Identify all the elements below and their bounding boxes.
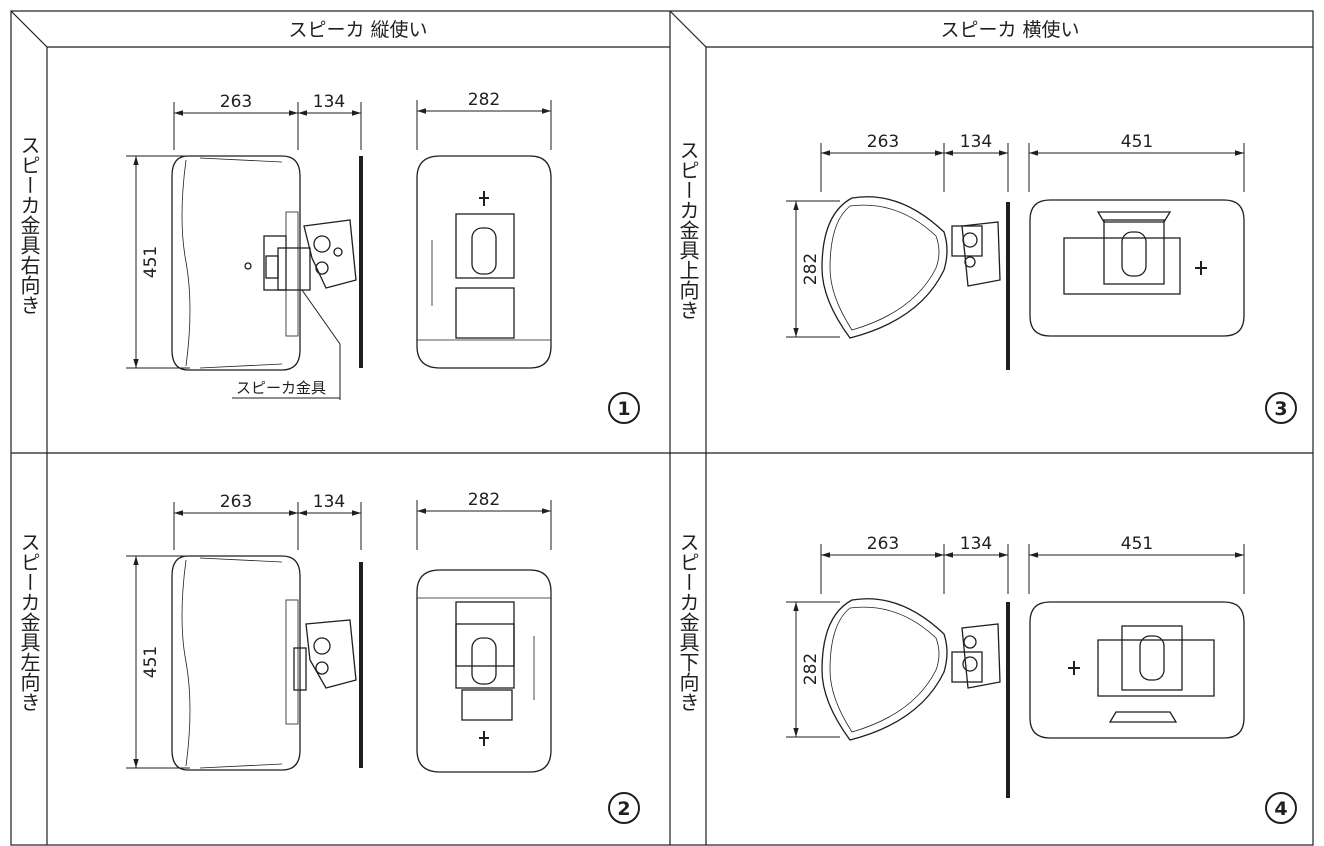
dim-bracket-depth: 134 xyxy=(313,92,345,112)
speaker-side-view xyxy=(171,155,357,371)
panel-number-badge xyxy=(608,392,640,424)
speaker-front-view xyxy=(416,569,552,773)
dim-width: 451 xyxy=(1121,132,1153,152)
header-vertical-use: スピーカ 縦使い xyxy=(288,19,427,41)
panel-2: 263 134 282 451 2 xyxy=(126,490,640,824)
row-label-bracket-up: スピーカ金具上向き xyxy=(676,140,700,320)
dim-height: 282 xyxy=(801,253,821,285)
dim-depth: 263 xyxy=(867,132,899,152)
dim-depth: 263 xyxy=(220,92,252,112)
dim-width: 451 xyxy=(1121,534,1153,554)
panel-4: 263 134 451 282 4 xyxy=(786,534,1297,824)
dim-height: 451 xyxy=(141,246,161,278)
header-horizontal-use: スピーカ 横使い xyxy=(940,19,1079,41)
panel-number-badge xyxy=(1265,392,1297,424)
panel-3: 263 134 451 282 3 xyxy=(786,132,1297,424)
panel-number: 4 xyxy=(1274,798,1287,820)
panel-number: 2 xyxy=(617,798,630,820)
dim-width: 282 xyxy=(468,490,500,510)
panel-number-badge xyxy=(1265,792,1297,824)
dim-bracket-depth: 134 xyxy=(960,534,992,554)
dim-width: 282 xyxy=(468,90,500,110)
dim-bracket-depth: 134 xyxy=(960,132,992,152)
speaker-side-view xyxy=(821,598,1001,741)
speaker-front-view xyxy=(1029,199,1245,337)
dim-depth: 263 xyxy=(867,534,899,554)
row-label-bracket-down: スピーカ金具下向き xyxy=(676,532,700,712)
row-label-bracket-left: スピーカ金具左向き xyxy=(17,532,41,712)
dim-height: 282 xyxy=(801,653,821,685)
panel-number-badge xyxy=(608,792,640,824)
panel-1: 263 134 282 451 スピーカ金具 xyxy=(126,90,640,424)
table-grid xyxy=(10,10,1314,846)
speaker-side-view xyxy=(821,196,1001,339)
panel-number: 3 xyxy=(1274,398,1287,420)
callout-bracket-label: スピーカ金具 xyxy=(236,379,326,397)
dim-depth: 263 xyxy=(220,492,252,512)
speaker-front-view xyxy=(1029,601,1245,739)
dim-height: 451 xyxy=(141,646,161,678)
row-label-bracket-right: スピーカ金具右向き xyxy=(17,135,41,315)
speaker-front-view xyxy=(416,155,552,369)
speaker-side-view xyxy=(171,555,357,771)
panel-number: 1 xyxy=(617,398,630,420)
dim-bracket-depth: 134 xyxy=(313,492,345,512)
